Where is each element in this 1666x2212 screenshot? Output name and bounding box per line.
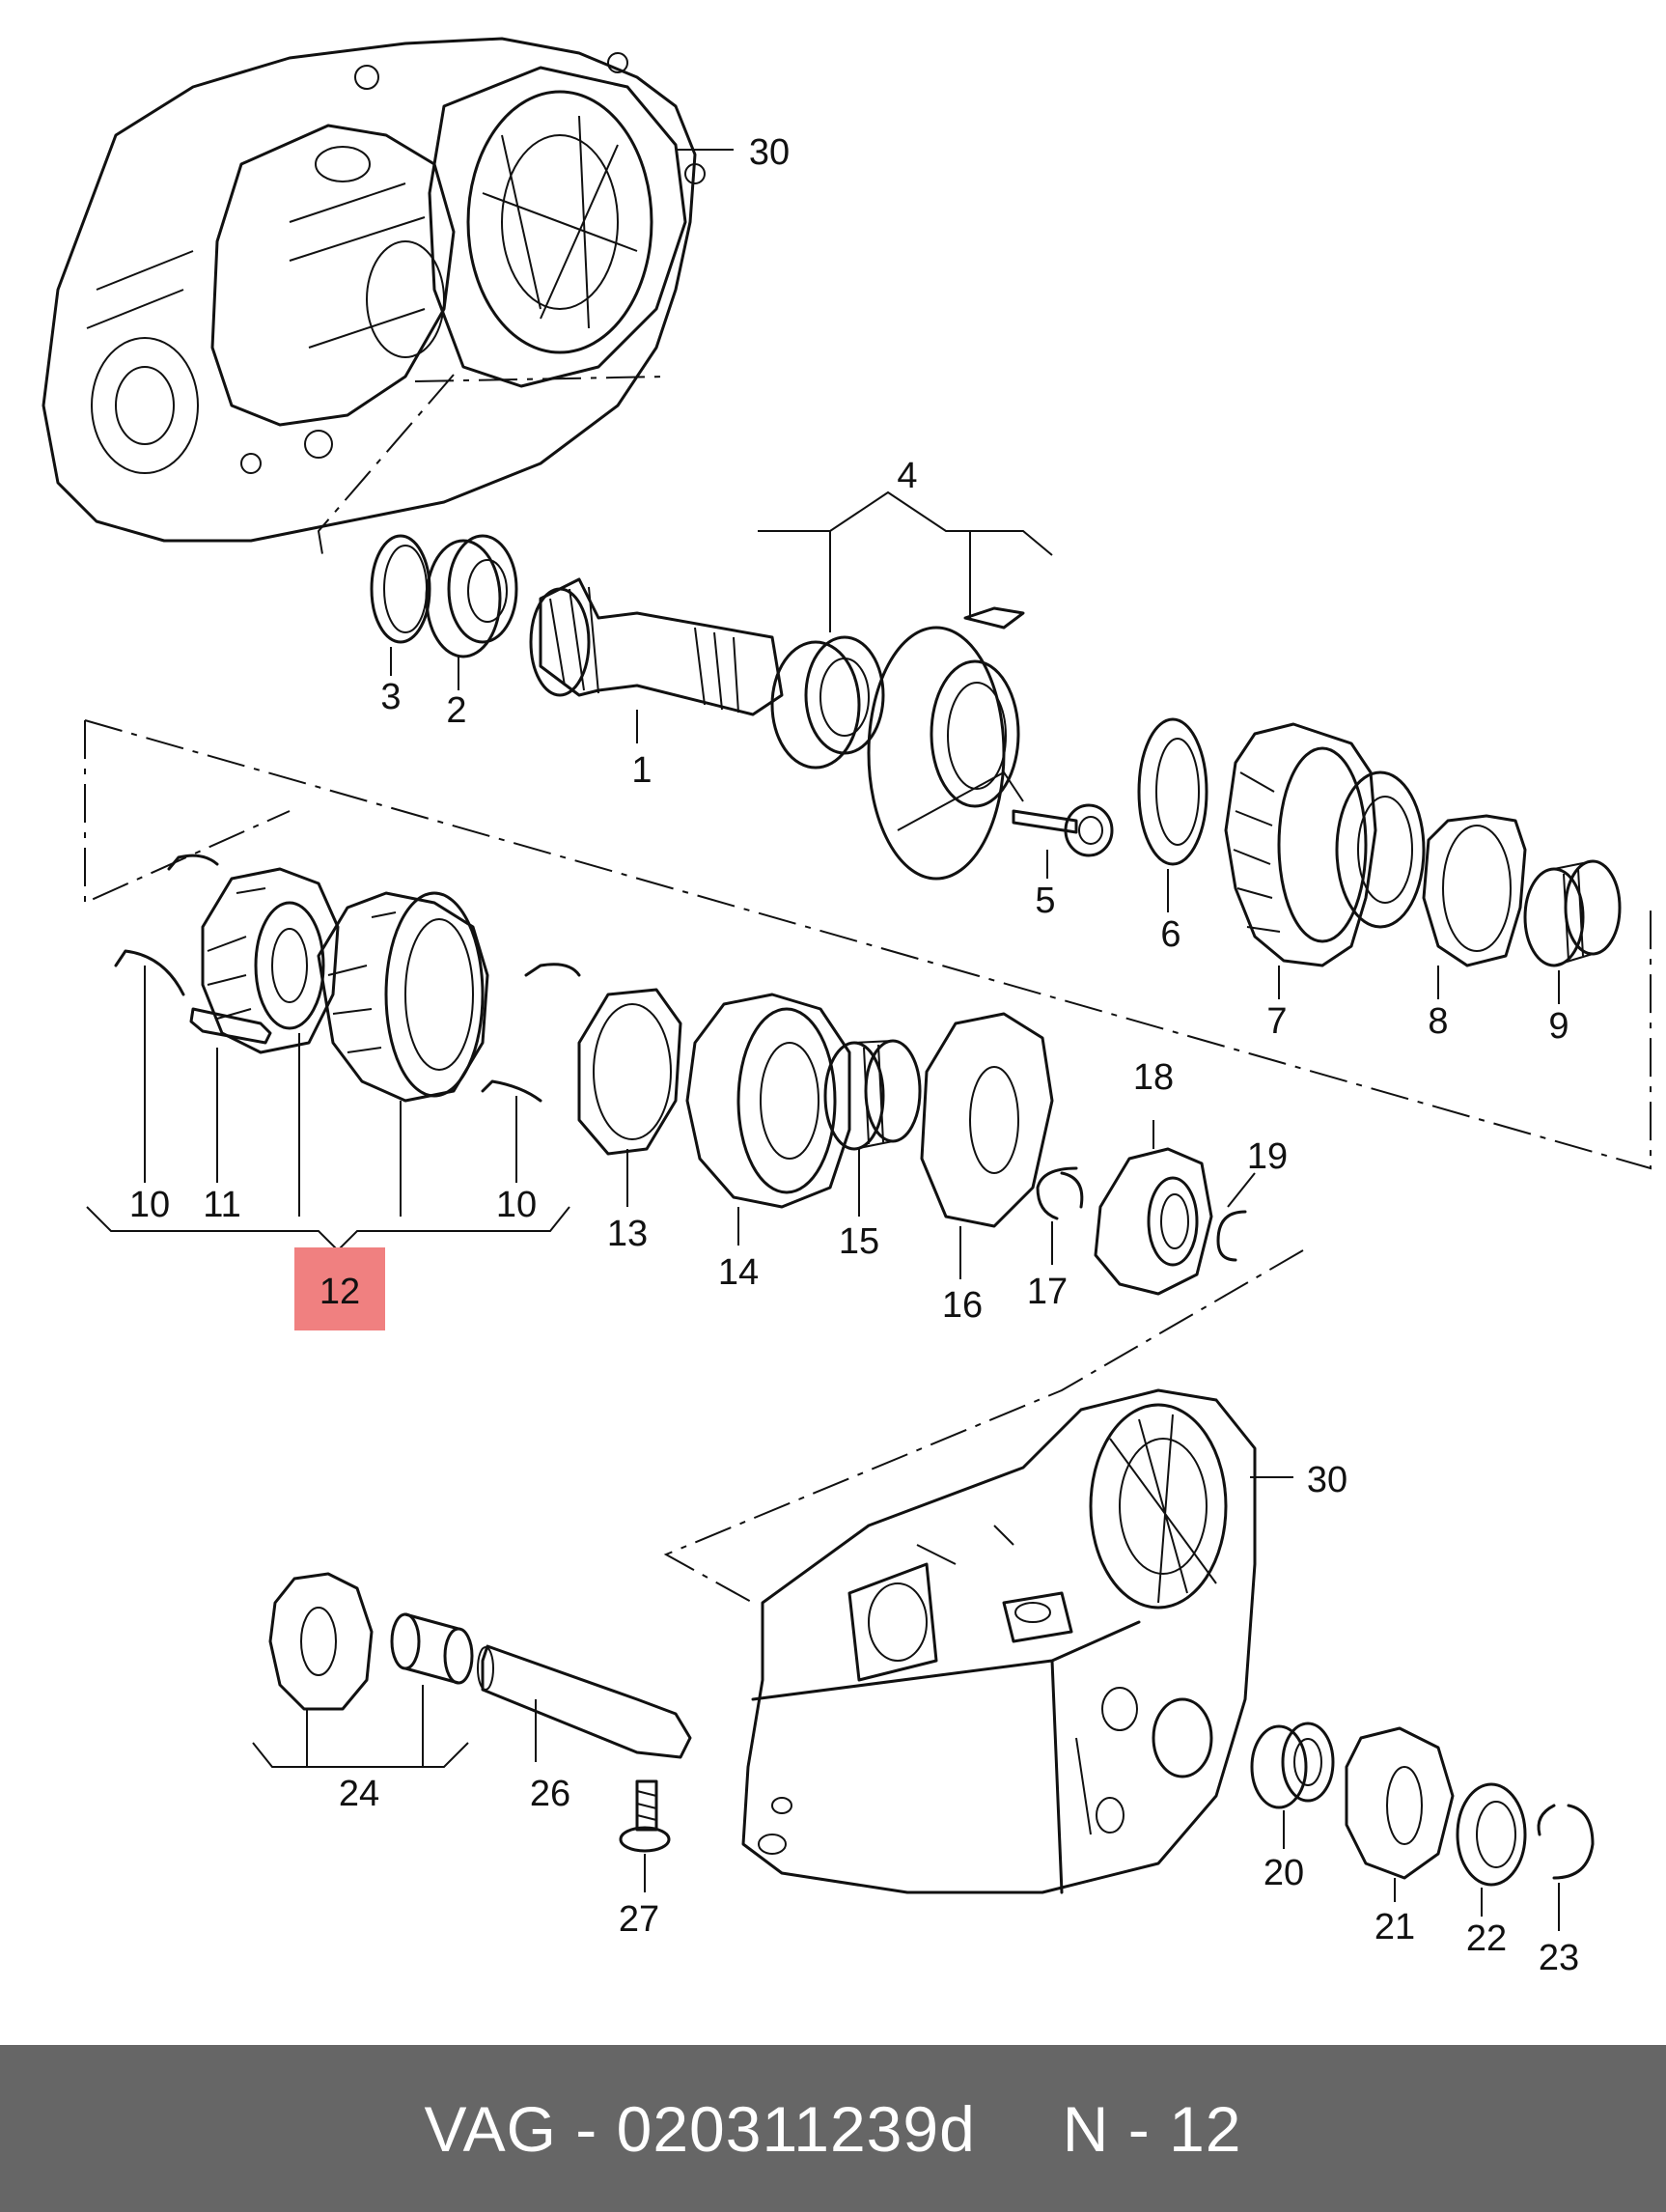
callout-13: 13: [607, 1214, 648, 1254]
part-number: VAG - 020311239d: [424, 2092, 976, 2165]
part-19-circlip[interactable]: [1216, 1210, 1247, 1262]
part-16-gear[interactable]: [920, 1012, 1054, 1228]
part-18-gear[interactable]: [1094, 1147, 1213, 1296]
callout-15: 15: [839, 1221, 879, 1262]
transmission-housing-top[interactable]: [42, 37, 706, 543]
transmission-housing-bottom[interactable]: [741, 1388, 1257, 1894]
part-13-synchro-ring[interactable]: [577, 988, 682, 1156]
callout-23: 23: [1539, 1938, 1579, 1978]
part-12-synchro-hub[interactable]: [201, 867, 340, 1054]
exploded-parts-diagram: 1 2 3 4 5 6 7 8 9 10 11 10 13 14 15 16 1…: [42, 37, 1652, 1978]
callout-9: 9: [1548, 1006, 1569, 1047]
axis-line-main: [84, 719, 1652, 1170]
highlight-box: [294, 1247, 385, 1330]
part-4-bearing-plate[interactable]: [867, 606, 1025, 881]
callout-2: 2: [446, 690, 466, 731]
part-12-sliding-sleeve[interactable]: [317, 891, 489, 1103]
part-5-bolt[interactable]: [1012, 803, 1114, 857]
part-27-bolt[interactable]: [619, 1779, 671, 1853]
part-24-pinion-gear[interactable]: [268, 1572, 374, 1711]
callout-5: 5: [1035, 881, 1055, 921]
callout-20: 20: [1263, 1853, 1304, 1893]
callout-3: 3: [380, 677, 401, 717]
part-15-needle-bearing[interactable]: [823, 1039, 922, 1151]
part-14-gear[interactable]: [685, 993, 851, 1209]
part-22-thrust-washer[interactable]: [1456, 1782, 1527, 1887]
callout-6: 6: [1160, 914, 1180, 955]
callout-21: 21: [1374, 1907, 1415, 1947]
part-2-bearing[interactable]: [425, 534, 518, 658]
callout-30-top: 30: [749, 132, 790, 173]
part-10-spring-left[interactable]: [114, 854, 219, 996]
part-23-circlip[interactable]: [1537, 1804, 1595, 1880]
callout-16: 16: [942, 1285, 983, 1326]
callout-18: 18: [1133, 1057, 1174, 1098]
part-10-spring-right[interactable]: [481, 963, 581, 1103]
callout-24: 24: [339, 1774, 379, 1814]
part-20-needle-bearing[interactable]: [1250, 1722, 1335, 1809]
part-26-reverse-shaft[interactable]: [477, 1644, 692, 1759]
callout-10-right: 10: [496, 1185, 537, 1225]
axis-line-upper: [317, 374, 667, 561]
callout-26: 26: [530, 1774, 570, 1814]
callout-10-left: 10: [129, 1185, 170, 1225]
callout-14: 14: [718, 1252, 759, 1293]
part-6-thrust-washer[interactable]: [1137, 717, 1208, 866]
part-3-circlip[interactable]: [370, 534, 431, 644]
callout-22: 22: [1466, 1918, 1507, 1959]
axis-line-lower: [663, 1249, 1304, 1604]
callout-19: 19: [1247, 1136, 1288, 1177]
part-7-gear[interactable]: [1224, 722, 1426, 967]
part-9-needle-bearing[interactable]: [1523, 859, 1622, 967]
callout-27: 27: [619, 1899, 659, 1940]
callout-17: 17: [1027, 1272, 1068, 1312]
callout-4: 4: [897, 456, 917, 496]
part-1-input-shaft[interactable]: [529, 577, 784, 716]
callout-30-bottom: 30: [1307, 1460, 1347, 1500]
callout-11: 11: [203, 1185, 240, 1225]
callout-1: 1: [631, 750, 652, 791]
footer-bar: VAG - 020311239d N - 12: [0, 2045, 1666, 2212]
callout-7: 7: [1266, 1001, 1287, 1042]
part-17-circlip[interactable]: [1036, 1166, 1084, 1220]
page-ref: N - 12: [1062, 2092, 1242, 2165]
callout-labels: 1 2 3 4 5 6 7 8 9 10 11 10 13 14 15 16 1…: [129, 132, 1579, 1978]
part-4-bearing-left[interactable]: [770, 635, 885, 770]
part-11-shifting-plate[interactable]: [189, 1007, 272, 1045]
part-24-bushing[interactable]: [390, 1612, 474, 1685]
callout-8: 8: [1428, 1001, 1448, 1042]
part-8-synchro-ring[interactable]: [1422, 814, 1527, 967]
part-21-gear[interactable]: [1345, 1726, 1455, 1880]
